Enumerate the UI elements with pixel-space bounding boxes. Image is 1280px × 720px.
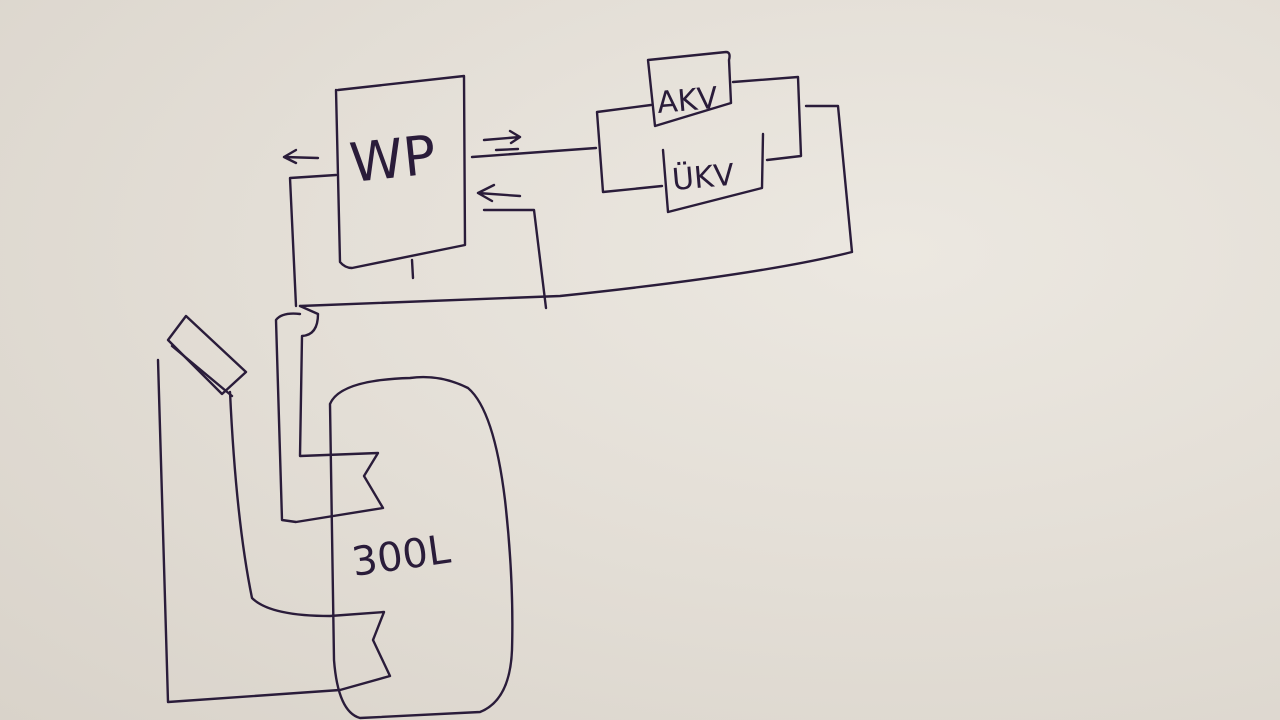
wp-left-loop	[288, 173, 338, 308]
wp-bottom-tick	[410, 258, 415, 280]
heat-pump-box	[334, 74, 467, 270]
storage-tank	[328, 375, 514, 720]
wp-return-down	[482, 208, 548, 310]
heat-pump-label: WP	[347, 123, 439, 195]
tank-feed-pipe	[274, 304, 385, 524]
return-loop	[298, 104, 854, 308]
heat-pump-right-arrow-in	[476, 183, 522, 203]
inclined-component-edge	[170, 344, 234, 398]
tank-lower-coil	[156, 358, 392, 704]
akv-box	[646, 50, 733, 128]
right-manifold	[731, 75, 803, 162]
inclined-component	[166, 314, 248, 396]
heat-pump-left-arrow	[282, 148, 320, 165]
akv-label: AKV	[656, 81, 720, 121]
ukv-box	[661, 132, 765, 214]
left-manifold	[595, 103, 664, 194]
supply-line	[470, 146, 598, 159]
ukv-label: ÜKV	[671, 157, 737, 198]
heat-pump-right-arrow-out-tail	[494, 147, 520, 152]
heat-pump-right-arrow-out	[482, 129, 522, 145]
tank-label: 300L	[349, 527, 454, 586]
